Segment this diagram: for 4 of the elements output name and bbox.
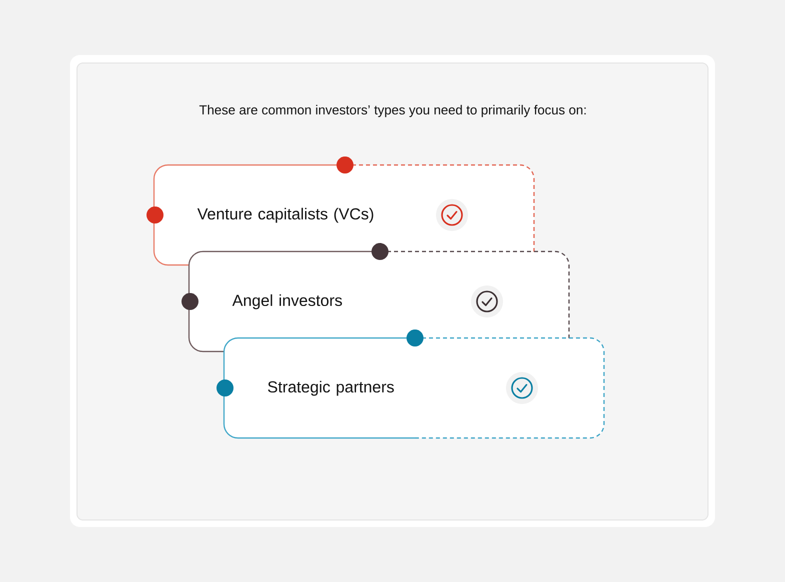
node-label: Venture capitalists (VCs) [197, 208, 374, 223]
node-label: Angel investors [232, 294, 342, 310]
info-card: Strategic partners [223, 337, 605, 439]
heading: These are common investors’ types you need to primarily focus on: [199, 104, 586, 118]
